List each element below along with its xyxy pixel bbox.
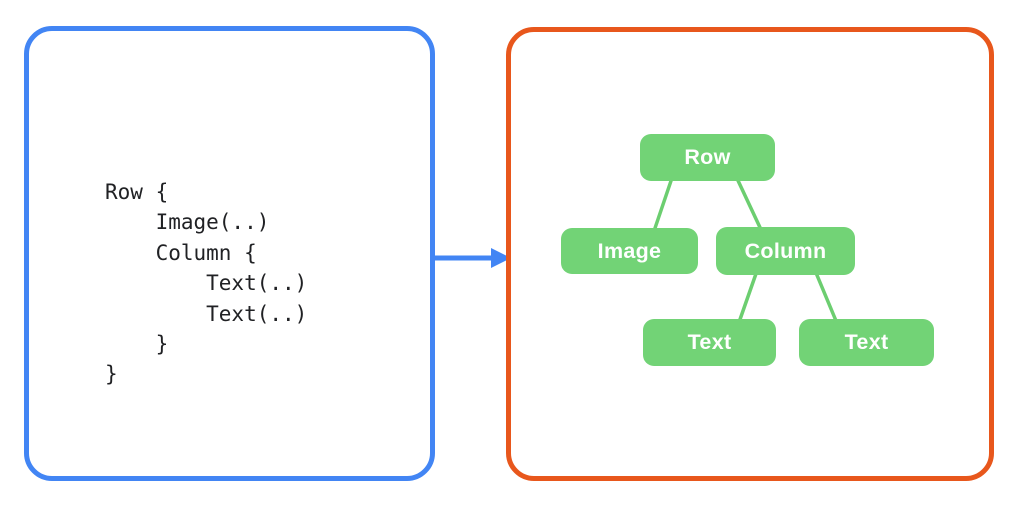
tree-edges: [650, 170, 841, 330]
code-line: Text(..): [105, 301, 308, 326]
tree-panel: Row Image Column Text Text: [506, 27, 994, 481]
code-line: Column {: [105, 240, 257, 265]
tree-edge-row-image: [650, 170, 676, 239]
tree-node-image: Image: [561, 228, 698, 274]
tree-node-row: Row: [640, 134, 775, 181]
code-line: }: [105, 332, 169, 357]
code-line: Image(..): [105, 210, 270, 235]
code-panel: Row { Image(..) Column { Text(..) Text(.…: [24, 26, 435, 481]
tree-edge-row-column: [732, 170, 766, 238]
tree-edge-column-text2: [812, 266, 841, 330]
tree-node-text-1: Text: [643, 319, 776, 366]
tree-node-column: Column: [716, 227, 855, 275]
code-line: }: [105, 362, 118, 387]
code-block: Row { Image(..) Column { Text(..) Text(.…: [105, 177, 307, 390]
code-line: Row {: [105, 180, 169, 204]
tree-node-text-2: Text: [799, 319, 934, 366]
tree-edge-column-text1: [735, 266, 760, 330]
right-arrow-icon: [433, 248, 511, 268]
code-line: Text(..): [105, 271, 308, 296]
